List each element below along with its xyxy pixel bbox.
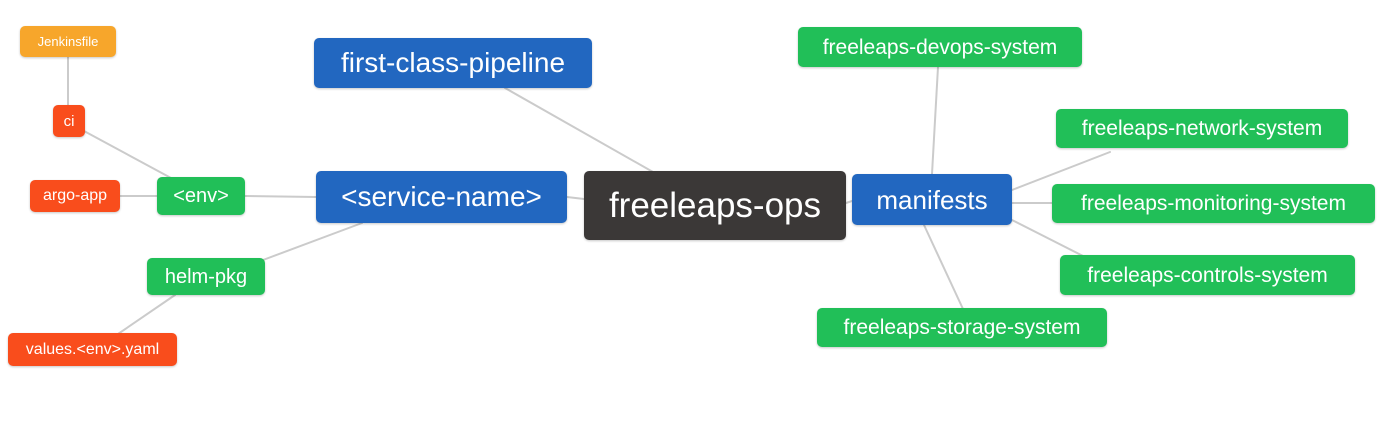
- edge-ci-env: [83, 130, 172, 179]
- node-jenkinsfile[interactable]: Jenkinsfile: [20, 26, 116, 57]
- edge-manifests-storage: [923, 224, 964, 310]
- node-env[interactable]: <env>: [157, 177, 245, 215]
- edge-manifests-devops: [931, 66, 939, 175]
- edge-service-name-helm-pkg: [262, 222, 363, 261]
- node-freeleaps-network-system[interactable]: freeleaps-network-system: [1056, 109, 1348, 148]
- node-manifests[interactable]: manifests: [852, 174, 1012, 225]
- node-ci[interactable]: ci: [53, 105, 85, 137]
- edge-env-service-name: [244, 195, 317, 198]
- node-freeleaps-monitoring-system[interactable]: freeleaps-monitoring-system: [1052, 184, 1375, 223]
- node-first-class-pipeline[interactable]: first-class-pipeline: [314, 38, 592, 88]
- edge-helm-pkg-values: [117, 294, 176, 335]
- node-freeleaps-controls-system[interactable]: freeleaps-controls-system: [1060, 255, 1355, 295]
- node-freeleaps-devops-system[interactable]: freeleaps-devops-system: [798, 27, 1082, 67]
- node-freeleaps-ops[interactable]: freeleaps-ops: [584, 171, 846, 240]
- node-freeleaps-storage-system[interactable]: freeleaps-storage-system: [817, 308, 1107, 347]
- edge-manifests-network: [1011, 151, 1111, 191]
- edge-pipeline-ops: [504, 87, 654, 173]
- node-helm-pkg[interactable]: helm-pkg: [147, 258, 265, 295]
- edge-service-name-ops: [566, 196, 585, 200]
- edge-manifests-controls: [1011, 219, 1086, 258]
- edge-ops-manifests: [845, 200, 853, 204]
- node-argo-app[interactable]: argo-app: [30, 180, 120, 212]
- node-values-env-yaml[interactable]: values.<env>.yaml: [8, 333, 177, 366]
- node-service-name[interactable]: <service-name>: [316, 171, 567, 223]
